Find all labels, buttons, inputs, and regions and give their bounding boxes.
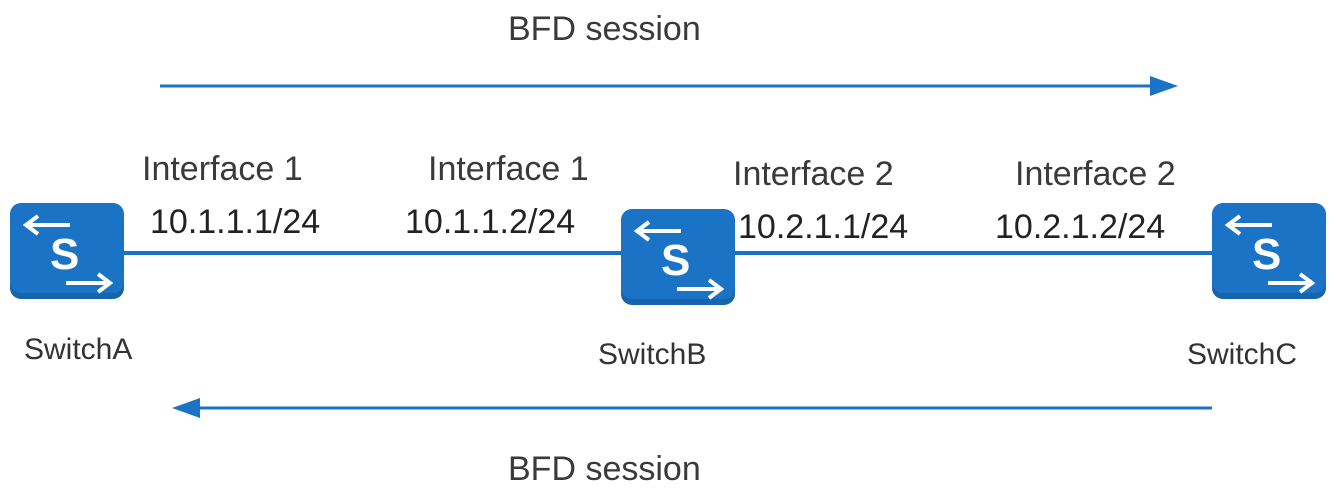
switchb-device[interactable]: S [621, 209, 735, 305]
svg-text:S: S [50, 230, 79, 279]
top-session-label: BFD session [508, 10, 701, 48]
top-session-arrowhead [1150, 76, 1178, 96]
switchb-ip1-label: 10.1.1.2/24 [405, 203, 576, 241]
bottom-session-label: BFD session [508, 450, 701, 488]
switch-icon: S [633, 220, 725, 300]
switcha-name: SwitchA [24, 333, 133, 366]
switcha-device[interactable]: S [10, 203, 124, 299]
switchc-name: SwitchC [1187, 338, 1298, 371]
svg-text:S: S [1252, 230, 1281, 279]
switchb-interface1-label: Interface 1 [428, 150, 589, 188]
switcha-ip-label: 10.1.1.1/24 [150, 203, 321, 241]
switchb-name: SwitchB [598, 338, 707, 371]
bottom-session-arrowhead [172, 398, 200, 418]
svg-text:S: S [661, 236, 690, 285]
switchb-ip2-label: 10.2.1.1/24 [738, 208, 909, 246]
switchb-interface2-label: Interface 2 [733, 155, 894, 193]
switch-icon: S [1224, 214, 1316, 294]
switchc-ip-label: 10.2.1.2/24 [995, 208, 1166, 246]
switchc-device[interactable]: S [1212, 203, 1326, 299]
switch-icon: S [22, 214, 114, 294]
switchc-interface-label: Interface 2 [1015, 155, 1176, 193]
switcha-interface-label: Interface 1 [142, 150, 303, 188]
